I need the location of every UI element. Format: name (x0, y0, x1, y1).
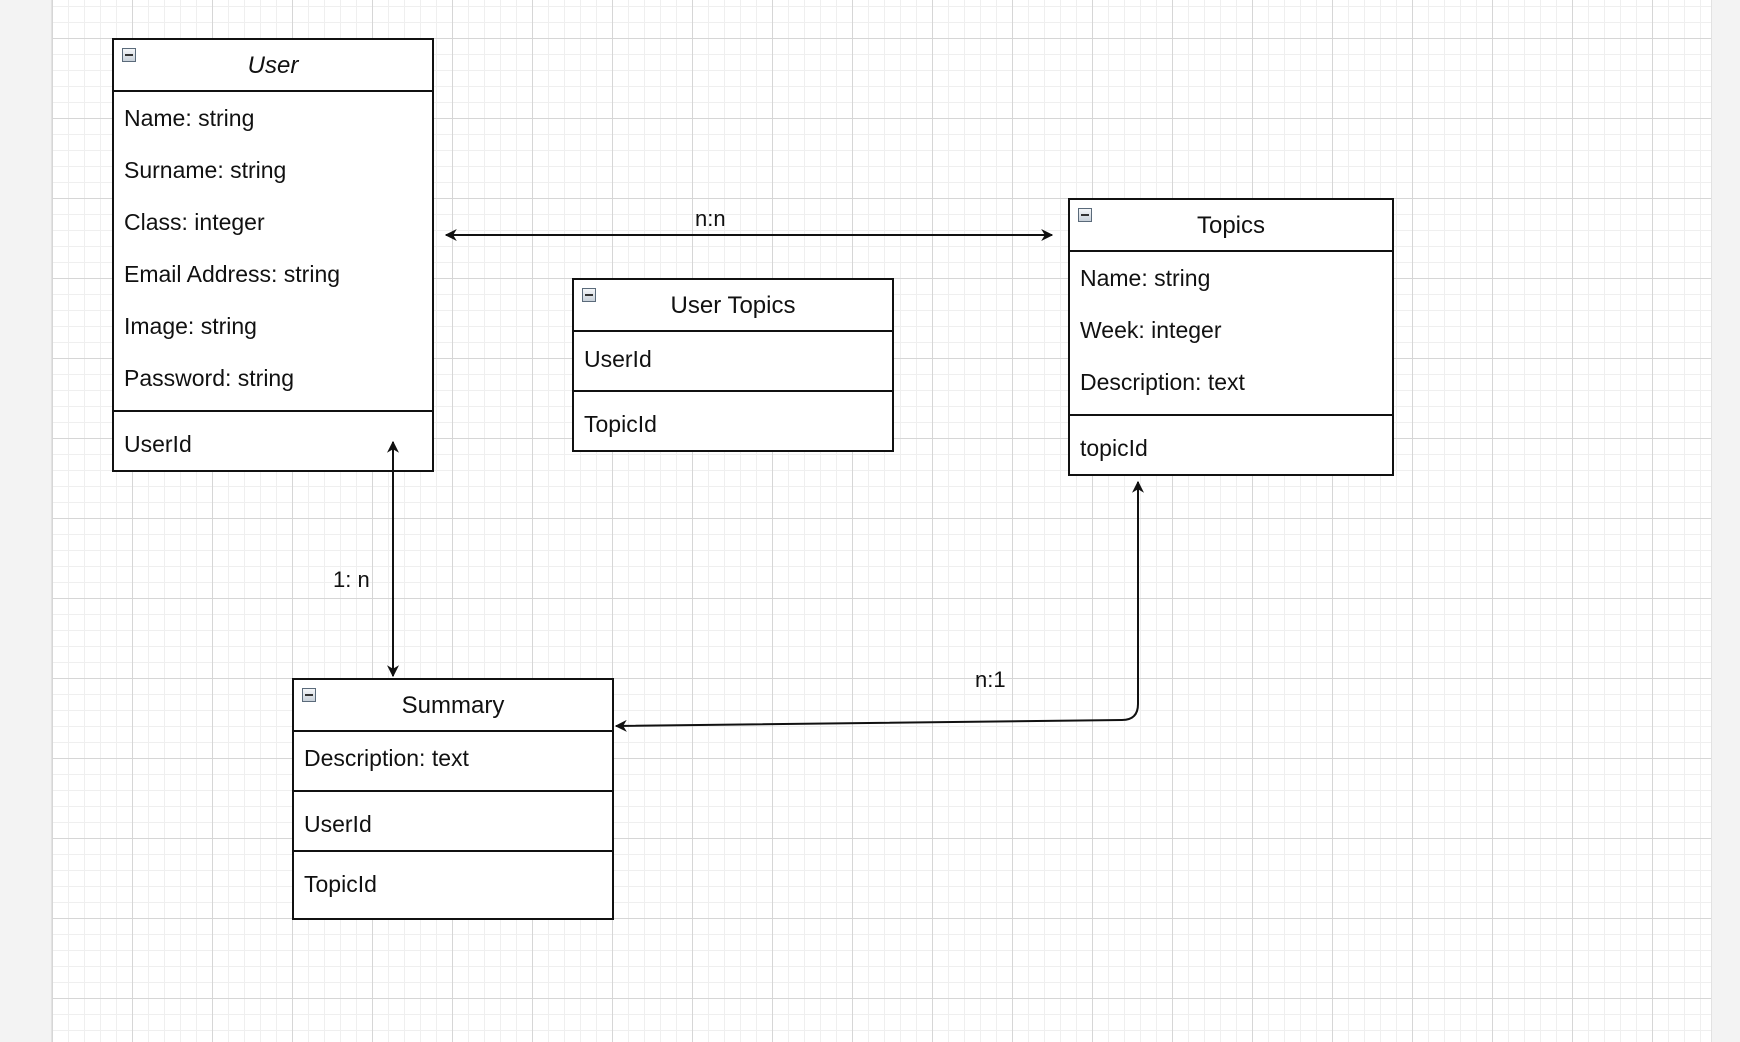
entity-header: Summary (294, 680, 612, 732)
attribute-section: Description: text (294, 732, 612, 792)
entity-header: Topics (1070, 200, 1392, 252)
key-row[interactable]: UserId (124, 431, 192, 457)
attribute-row[interactable]: Description: text (304, 745, 469, 771)
entity-title: Topics (1196, 212, 1266, 239)
attribute-row[interactable]: Description: text (1080, 369, 1245, 395)
edge-label-user-summary[interactable]: 1: n (333, 567, 370, 592)
attribute-section: Name: string Week: integer Description: … (1070, 252, 1392, 416)
attribute-row[interactable]: Password: string (124, 365, 295, 391)
key-row[interactable]: UserId (304, 811, 372, 837)
key-section: UserId (114, 412, 432, 470)
attribute-row[interactable]: Image: string (124, 313, 257, 339)
key-row[interactable]: UserId (584, 346, 652, 372)
attribute-row[interactable]: Surname: string (124, 157, 287, 183)
key-section: topicId (1070, 416, 1392, 474)
key-row[interactable]: topicId (1080, 435, 1148, 461)
entity-header: User (114, 40, 432, 92)
collapse-icon[interactable] (582, 288, 596, 302)
key-row[interactable]: TopicId (304, 871, 377, 897)
attribute-row[interactable]: Email Address: string (124, 261, 341, 287)
attribute-row[interactable]: Name: string (124, 105, 255, 131)
attribute-row[interactable]: Name: string (1080, 265, 1211, 291)
collapse-icon[interactable] (1078, 208, 1092, 222)
entity-user[interactable]: User Name: string Surname: string Class:… (112, 38, 434, 472)
collapse-icon[interactable] (302, 688, 316, 702)
entity-title: Summary (401, 692, 505, 719)
collapse-icon[interactable] (122, 48, 136, 62)
key-section: UserId (294, 792, 612, 852)
key-section: TopicId (294, 852, 612, 910)
attribute-section: Name: string Surname: string Class: inte… (114, 92, 432, 412)
attribute-row[interactable]: Week: integer (1080, 317, 1222, 343)
edge-label-user-topics[interactable]: n:n (695, 206, 726, 231)
entity-topics[interactable]: Topics Name: string Week: integer Descri… (1068, 198, 1394, 476)
key-row[interactable]: TopicId (584, 411, 657, 437)
entity-user-topics[interactable]: User Topics UserId TopicId (572, 278, 894, 452)
entity-title: User (247, 52, 299, 79)
key-section: TopicId (574, 392, 892, 450)
entity-summary[interactable]: Summary Description: text UserId TopicId (292, 678, 614, 920)
attribute-row[interactable]: Class: integer (124, 209, 265, 235)
entity-title: User Topics (670, 292, 796, 319)
entity-header: User Topics (574, 280, 892, 332)
key-section: UserId (574, 332, 892, 392)
edge-label-summary-topics[interactable]: n:1 (975, 667, 1006, 692)
